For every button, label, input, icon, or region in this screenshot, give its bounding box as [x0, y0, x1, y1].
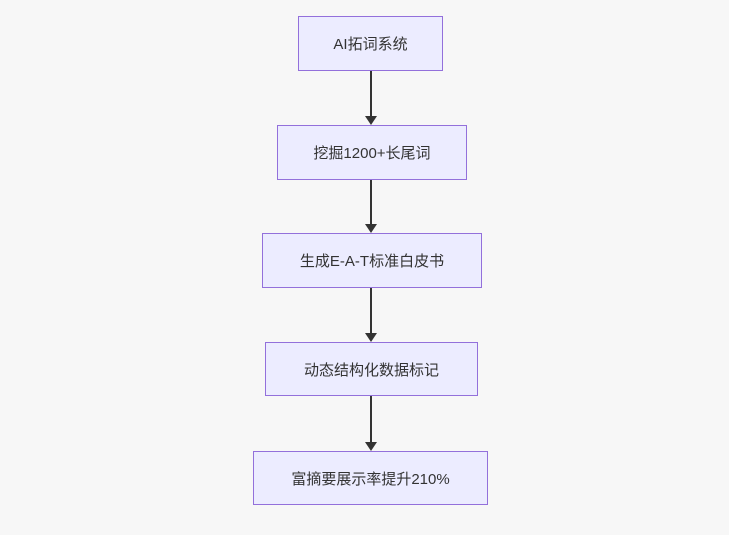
flowchart-edge-3: [364, 288, 377, 342]
node-label: 生成E-A-T标准白皮书: [299, 253, 445, 270]
flowchart-edge-4: [364, 396, 377, 451]
arrow-line: [369, 180, 372, 224]
flowchart-node-ai-keyword-system: AI拓词系统: [298, 16, 443, 71]
node-label: 富摘要展示率提升210%: [291, 470, 450, 488]
flowchart-node-eat-whitepaper: 生成E-A-T标准白皮书: [262, 233, 482, 288]
arrow-line: [369, 71, 372, 116]
arrow-down-icon: [364, 333, 377, 342]
flowchart-node-structured-data-markup: 动态结构化数据标记: [265, 342, 478, 396]
arrow-down-icon: [364, 442, 377, 451]
node-label: AI拓词系统: [333, 36, 408, 53]
arrow-down-icon: [364, 116, 377, 125]
arrow-line: [369, 396, 372, 442]
flowchart-node-rich-snippet-rate: 富摘要展示率提升210%: [253, 451, 488, 505]
node-label: 动态结构化数据标记: [303, 361, 439, 379]
flowchart-edge-1: [364, 71, 377, 125]
flowchart-node-longtail-mining: 挖掘1200+长尾词: [277, 125, 467, 180]
arrow-line: [369, 288, 372, 333]
flowchart-edge-2: [364, 180, 377, 233]
arrow-down-icon: [364, 224, 377, 233]
node-label: 挖掘1200+长尾词: [313, 145, 431, 162]
